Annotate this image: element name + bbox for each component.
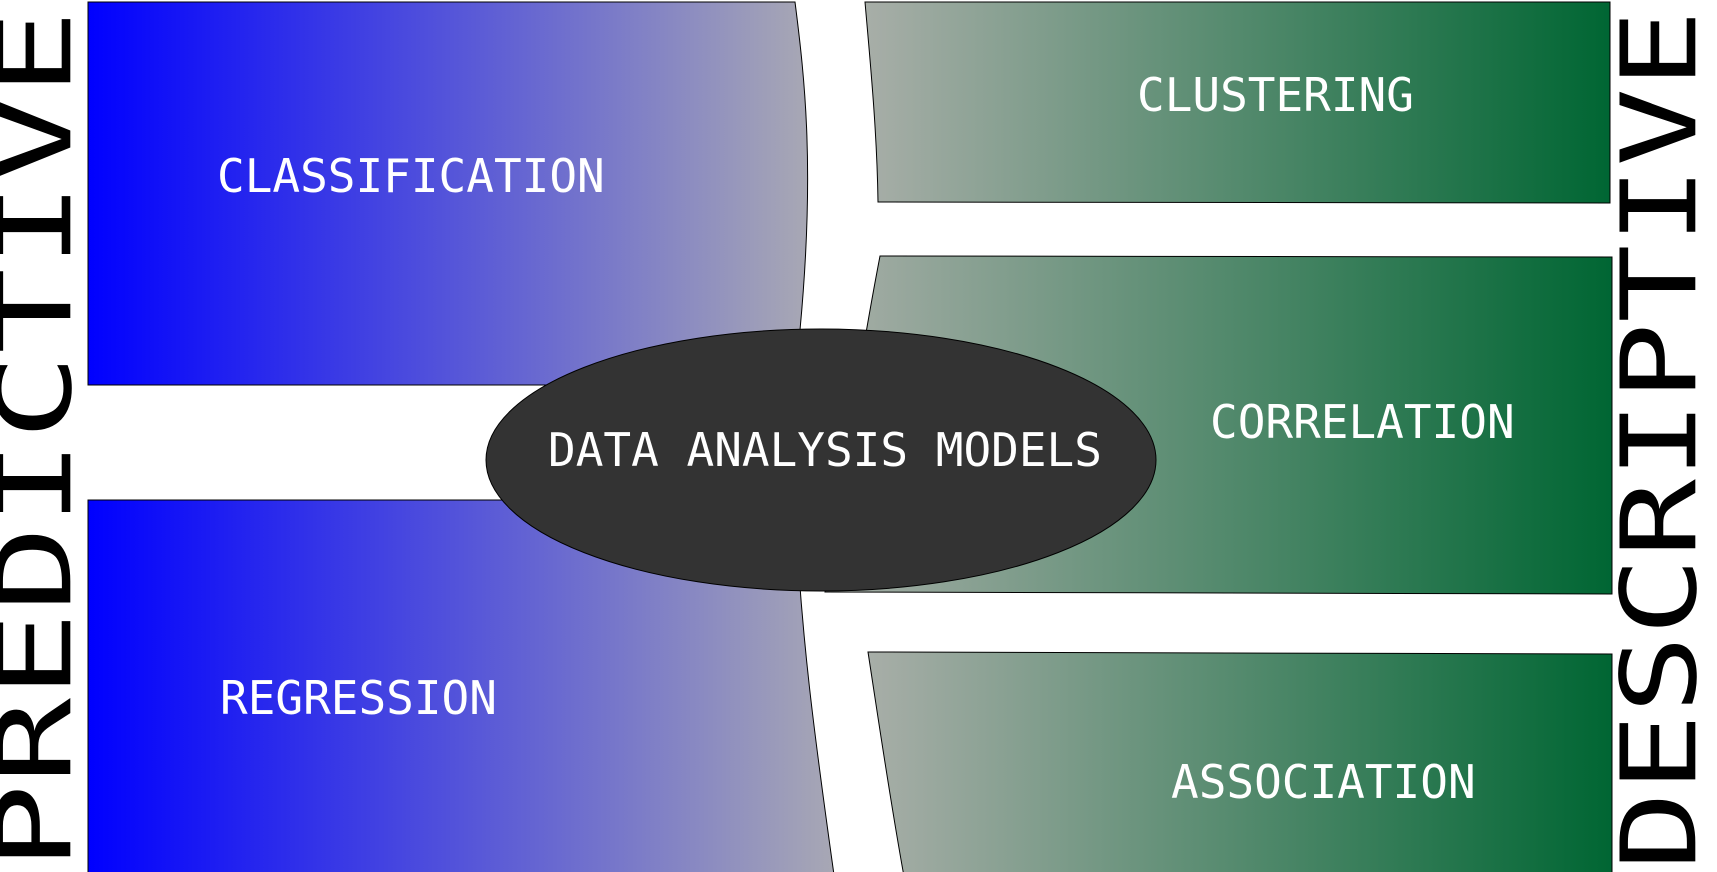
predictive-label: PREDICTIVE (0, 10, 95, 870)
descriptive-label: DESCRIPTIVE (1598, 10, 1717, 870)
regression-label: REGRESSION (220, 671, 497, 725)
center-label: DATA ANALYSIS MODELS (548, 423, 1102, 477)
correlation-label: CORRELATION (1210, 395, 1515, 449)
center-ellipse (485, 328, 1157, 592)
association-block (867, 651, 1613, 872)
clustering-label: CLUSTERING (1137, 68, 1414, 122)
association-label: ASSOCIATION (1171, 755, 1476, 809)
classification-block (87, 1, 809, 386)
clustering-block (864, 1, 1611, 204)
classification-label: CLASSIFICATION (217, 149, 605, 203)
